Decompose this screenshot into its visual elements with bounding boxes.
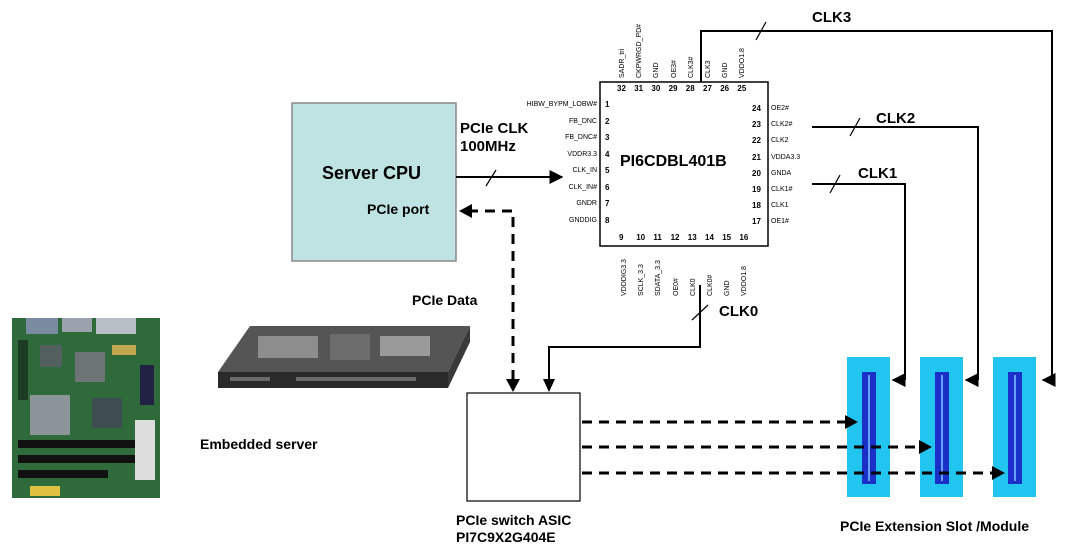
- chip-pin-name: VDDR3.3: [567, 150, 597, 158]
- chip-pin-name: VDDO1.8: [741, 266, 749, 296]
- clk1-label: CLK1: [858, 165, 898, 182]
- chip-pin-number: 32: [617, 84, 626, 93]
- switch-asic-label: PCIe switch ASIC: [456, 512, 572, 528]
- extension-slot-caption: PCIe Extension Slot /Module: [840, 518, 1030, 534]
- chip-pin-number: 28: [685, 84, 695, 93]
- chip-pin-number: 13: [687, 233, 697, 242]
- chip-pin-number: 14: [705, 233, 714, 242]
- cpu-box: [291, 102, 457, 262]
- chip-pin-name: VDDO1.8: [739, 48, 747, 78]
- chip-pin-number: 21: [752, 152, 761, 162]
- chip-pin-name: GNDDIG: [569, 216, 597, 224]
- chip-pin-number: 5: [605, 166, 610, 175]
- chip-pin-number: 26: [720, 84, 730, 93]
- chip-pin-number: 24: [752, 104, 761, 113]
- chip-pin-name: OE3#: [670, 60, 678, 78]
- chip-name: PI6CDBL401B: [620, 153, 727, 170]
- chip-pin-number: 25: [737, 84, 747, 93]
- chip-pin-name: CLK2#: [771, 121, 793, 129]
- chip-pin-number: 1: [605, 100, 610, 109]
- server-chassis-image: [218, 326, 470, 388]
- chip-pin-number: 29: [668, 84, 678, 93]
- pcie-clk-freq-label: 100MHz: [460, 138, 516, 155]
- chip-pin-name: GNDR: [576, 200, 597, 207]
- chip-pin-name: CLK_IN#: [568, 183, 597, 191]
- chip-pin-number: 20: [752, 168, 761, 178]
- chip-pin-number: 12: [670, 233, 680, 242]
- chip-pin-name: SDATA_3.3: [655, 260, 663, 296]
- chip-pin-name: OE2#: [771, 105, 789, 112]
- chip-pin-name: FB_DNC#: [565, 134, 597, 141]
- cpu-title: Server CPU: [322, 163, 422, 183]
- chip-pin-name: CKPWRGD_PD#: [636, 23, 644, 78]
- chip-pin-name: GND: [653, 62, 661, 78]
- clk2-label: CLK2: [876, 110, 916, 127]
- chip-pin-name: CLK_IN: [572, 167, 597, 174]
- chip-pin-number: 27: [703, 84, 712, 93]
- chip-pin-name: GND: [722, 62, 730, 78]
- chip-pin-name: CLK1: [771, 202, 789, 210]
- chip-pin-name: CLK0: [689, 278, 697, 296]
- clk0-label: CLK0: [719, 303, 759, 320]
- chip-pin-name: SCLK_3.3: [638, 264, 646, 296]
- chip-pin-number: 18: [752, 201, 761, 211]
- chip-pin-name: VDDA3.3: [771, 153, 801, 161]
- chip-pin-name: GND: [724, 280, 732, 296]
- chip-pin-name: GNDA: [771, 169, 792, 177]
- chip-pin-number: 8: [605, 215, 610, 225]
- chip-pin-number: 3: [605, 133, 610, 142]
- chip-pin-number: 9: [619, 233, 624, 242]
- chip-pin-name: CLK1#: [771, 186, 793, 193]
- chip-pin-name: HIBW_BYPM_LOBW#: [526, 101, 597, 108]
- chip-pin-number: 19: [752, 185, 761, 194]
- chip-pin-number: 31: [634, 84, 644, 93]
- chip-pin-number: 22: [752, 136, 761, 146]
- chip-pin-name: FB_DNC: [568, 117, 597, 125]
- chip-pin-number: 23: [752, 120, 761, 130]
- chip-pin-number: 30: [651, 84, 661, 93]
- pcie-clk-label: PCIe CLK: [460, 120, 529, 137]
- embedded-server-label: Embedded server: [200, 436, 318, 452]
- chip-pin-number: 6: [605, 182, 610, 192]
- chip-pin-name: OE1#: [771, 218, 789, 226]
- chip-pin-number: 17: [752, 217, 761, 227]
- chip-pin-name: OE0#: [672, 278, 680, 296]
- chip-pin-number: 15: [722, 233, 732, 242]
- chip-pin-name: CLK0#: [707, 274, 714, 296]
- chip-pin-name: CLK3#: [687, 56, 695, 78]
- chip-pin-number: 10: [636, 233, 646, 242]
- chip-pin-number: 4: [605, 149, 610, 159]
- cpu-port-label: PCIe port: [367, 201, 430, 217]
- extension-slots: [847, 357, 1036, 497]
- chip-pin-number: 2: [605, 116, 610, 126]
- switch-part-number: PI7C9X2G404E: [456, 529, 556, 545]
- chip-pin-number: 7: [605, 199, 610, 208]
- chip-pin-name: CLK3: [705, 60, 712, 78]
- chip-pin-number: 11: [653, 233, 662, 242]
- pcie-data-label: PCIe Data: [412, 292, 478, 308]
- chip-pin-name: CLK2: [771, 137, 789, 145]
- chip-pin-name: SADR_tri: [619, 48, 626, 78]
- motherboard-image: [12, 318, 160, 498]
- chip-pin-number: 16: [739, 233, 749, 242]
- chip-pin-name: VDDDIG3.3: [621, 259, 628, 296]
- clock-chip-box: [599, 81, 769, 247]
- clk3-label: CLK3: [812, 9, 852, 26]
- switch-asic-box: [466, 392, 581, 502]
